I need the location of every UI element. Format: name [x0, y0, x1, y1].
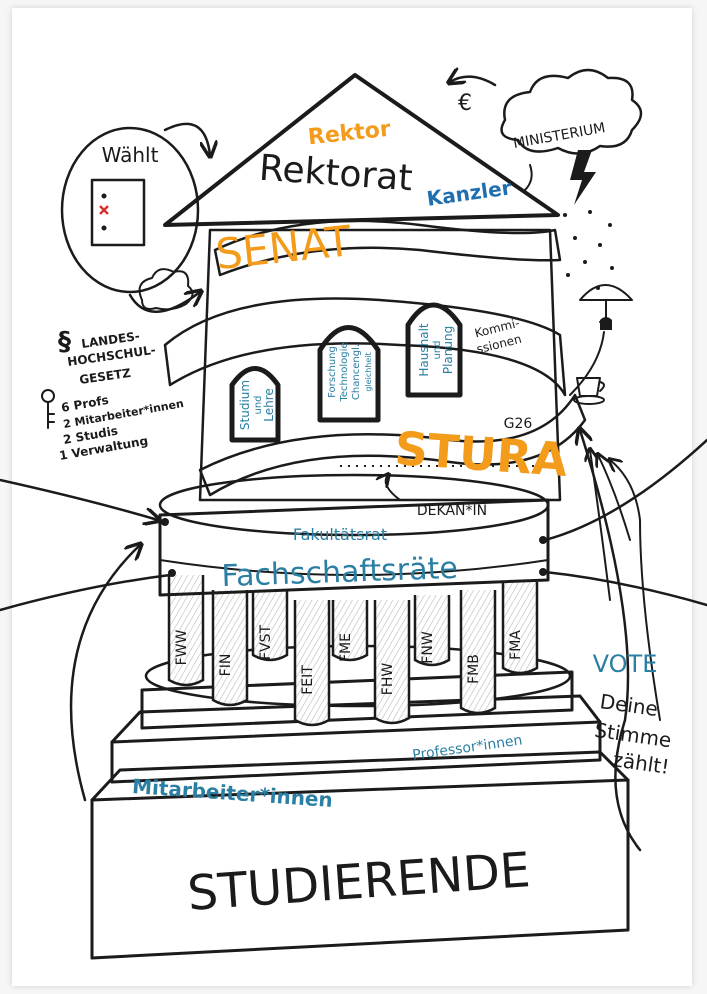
- paragraph-icon: §: [58, 327, 71, 357]
- window-1-line3: Lehre: [262, 388, 276, 422]
- right-line-top: [543, 438, 707, 542]
- studierende-label: STUDIERENDE: [186, 842, 532, 922]
- window-1-line1: Studium: [238, 380, 252, 430]
- window-1-text: Studium und Lehre: [238, 380, 276, 430]
- waehlt-arrow: [163, 122, 210, 155]
- fachschaftsraete-band: [158, 473, 550, 597]
- left-arrow-top: [0, 478, 158, 520]
- window-studium: [229, 366, 281, 443]
- band-pin-right-bottom: [539, 568, 547, 576]
- column-fnw: FNW: [413, 595, 451, 667]
- column-label-fma: FMA: [508, 630, 524, 660]
- ballot-box: [60, 126, 200, 294]
- column-label-fnw: FNW: [420, 631, 436, 664]
- roof: [163, 73, 560, 227]
- left-arrow-up: [69, 545, 140, 802]
- mitarbeiterinnen-label: Mitarbeiter*innen: [131, 774, 333, 812]
- fachschaftsraete-label: Fachschaftsräte: [221, 551, 458, 594]
- window-1-line2: und: [253, 395, 264, 414]
- window-3-line2: und: [432, 340, 443, 359]
- column-fvst: FVST: [251, 590, 289, 662]
- professorinnen-label: Professor*innen: [411, 732, 523, 763]
- band-pin-right-top: [539, 536, 547, 544]
- column-label-fvst: FVST: [258, 625, 274, 661]
- band-pin-left-top: [161, 518, 169, 526]
- ministerium-label: MINISTERIUM: [512, 120, 607, 152]
- dekan-arrow: [386, 475, 401, 501]
- step-studierende: [90, 750, 630, 960]
- lightning-icon: [570, 150, 596, 205]
- column-fhw: FHW: [373, 600, 411, 725]
- umbrella-icon: [579, 284, 633, 324]
- column-label-fhw: FHW: [380, 663, 396, 696]
- column-label-fmb: FMB: [466, 654, 482, 684]
- senat-label: SENAT: [213, 216, 353, 279]
- vote-arrows: [580, 430, 661, 852]
- window-2-line2: Technologie: [339, 342, 350, 402]
- column-fww: FWW: [167, 575, 205, 687]
- band-pin-left-bottom: [168, 569, 176, 577]
- fakultaetsrat-label: Fakultätsrat: [293, 525, 387, 544]
- column-fin: FIN: [211, 590, 249, 707]
- window-2-line4: gleichheit: [364, 352, 373, 391]
- column-label-feit: FEIT: [300, 665, 316, 695]
- window-3-line3: Planung: [441, 326, 455, 374]
- coffee-cup-icon: [573, 377, 605, 405]
- tower-body: [198, 228, 562, 502]
- stura-label: STURA: [393, 421, 570, 487]
- g26-label: G26: [504, 416, 533, 432]
- column-label-fin: FIN: [218, 654, 234, 677]
- dekanin-label: DEKAN*IN: [417, 503, 487, 519]
- column-label-fme: FME: [338, 633, 354, 662]
- window-3-line1: Haushalt: [417, 323, 431, 377]
- columns: FVST FME FNW FWW FMA FIN FEIT FHW FMB: [167, 575, 539, 727]
- window-forschung: [317, 325, 381, 423]
- window-3-text: Haushalt und Planung: [417, 323, 455, 377]
- window-haushalt: [405, 302, 463, 398]
- hand-line: [569, 331, 605, 396]
- vote-label: VOTE: [593, 650, 658, 678]
- column-label-fww: FWW: [174, 629, 190, 665]
- column-feit: FEIT: [293, 600, 331, 727]
- window-2-line1: Forschung: [327, 346, 338, 398]
- euro-arrow: [450, 77, 497, 87]
- deine-label: Deine: [598, 689, 659, 721]
- column-fma: FMA: [501, 582, 539, 675]
- left-line-bottom: [0, 573, 172, 612]
- rektorat-title: Rektorat: [258, 148, 414, 200]
- stimme-label: Stimme: [593, 718, 673, 753]
- ministerium-line: [524, 164, 533, 191]
- waehlt-label: Wählt: [102, 143, 159, 167]
- kanzler-label: Kanzler: [425, 175, 513, 211]
- cloud-icon: [138, 268, 194, 311]
- column-fme: FME: [331, 600, 369, 662]
- euro-symbol: €: [458, 91, 472, 116]
- window-2-text: Forschung Technologie Chancengl. gleichh…: [327, 342, 373, 402]
- law-line3: GESETZ: [78, 366, 132, 387]
- cloud-ministerium-icon: [500, 68, 643, 155]
- window-2-line3: Chancengl.: [351, 344, 362, 400]
- hand-icon: [600, 317, 612, 330]
- rektor-label: Rektor: [307, 117, 392, 151]
- rain-icon: [563, 210, 614, 290]
- key-icon: [41, 389, 55, 429]
- column-fmb: FMB: [459, 590, 497, 715]
- step-mitarbeiterinnen: [110, 694, 602, 784]
- right-line-bottom: [543, 570, 707, 607]
